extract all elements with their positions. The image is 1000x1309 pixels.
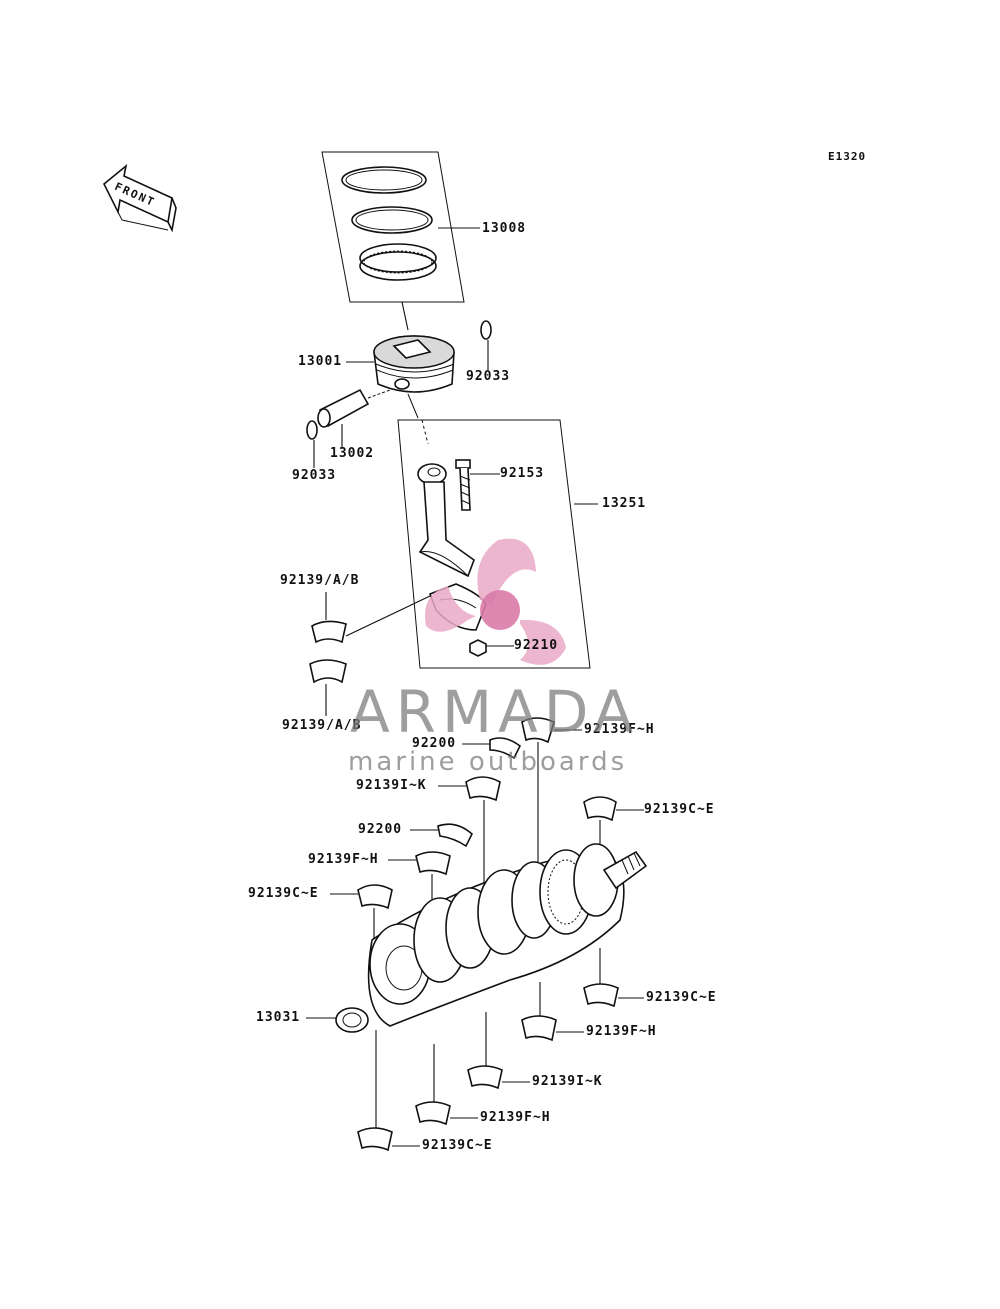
part-label-92139i-k-top: 92139I~K xyxy=(356,778,427,793)
circlip-icon xyxy=(480,320,492,340)
part-label-13001: 13001 xyxy=(298,354,343,369)
piston-pin xyxy=(317,388,391,428)
circlip-icon xyxy=(306,420,318,440)
bearing-shell-icon xyxy=(415,1101,451,1126)
watermark-subtitle: marine outboards xyxy=(348,747,628,777)
bearing-shell-icon xyxy=(521,1015,557,1042)
part-label-92139f-h-bottom: 92139F~H xyxy=(480,1110,551,1125)
piston xyxy=(373,335,455,419)
part-label-92139-a-b-upper: 92139/A/B xyxy=(280,573,360,588)
part-label-13008: 13008 xyxy=(482,221,527,236)
bearing-shell-icon xyxy=(357,1127,393,1152)
bearing-shell-icon xyxy=(465,776,501,802)
bearing-shell-icon xyxy=(583,796,617,822)
part-label-13251: 13251 xyxy=(602,496,647,511)
part-label-92139c-e-right-top: 92139C~E xyxy=(644,802,715,817)
connecting-rod-bolt xyxy=(455,459,500,511)
part-label-92139c-e-right-bottom: 92139C~E xyxy=(646,990,717,1005)
part-label-92033-left: 92033 xyxy=(292,468,337,483)
armada-logo-icon xyxy=(424,538,566,665)
part-label-13002: 13002 xyxy=(330,446,375,461)
part-label-92139f-h-right-bottom: 92139F~H xyxy=(586,1024,657,1039)
watermark-title: ARMADA xyxy=(350,678,640,746)
front-arrow-icon xyxy=(102,163,177,233)
part-label-13031: 13031 xyxy=(256,1010,301,1025)
part-label-92200-top: 92200 xyxy=(412,736,457,751)
part-label-92139-a-b-lower: 92139/A/B xyxy=(282,718,362,733)
part-label-92153: 92153 xyxy=(500,466,545,481)
piston-ring-set xyxy=(321,151,465,303)
part-label-92139i-k-bottom: 92139I~K xyxy=(532,1074,603,1089)
bearing-shell-icon xyxy=(357,884,393,910)
bearing-shell-icon xyxy=(521,717,555,744)
part-label-92033-right: 92033 xyxy=(466,369,511,384)
bearing-shell-icon xyxy=(415,851,451,876)
part-label-92139c-e-bottom: 92139C~E xyxy=(422,1138,493,1153)
part-label-92200-mid: 92200 xyxy=(358,822,403,837)
part-label-92139f-h-top: 92139F~H xyxy=(584,722,655,737)
thrust-washer-icon xyxy=(437,823,473,848)
connecting-rod xyxy=(417,463,475,578)
diagram-code: E1320 xyxy=(828,150,867,163)
part-label-92139c-e-left-top: 92139C~E xyxy=(248,886,319,901)
nut-icon xyxy=(469,639,487,657)
bearing-shell-icon xyxy=(467,1065,503,1090)
thrust-washer-icon xyxy=(489,737,522,760)
bearing-shell-icon xyxy=(309,659,347,684)
part-label-92210: 92210 xyxy=(514,638,559,653)
crankshaft xyxy=(335,843,648,1033)
part-label-92139f-h-mid: 92139F~H xyxy=(308,852,379,867)
bearing-shell-icon xyxy=(583,983,619,1008)
bearing-shell-icon xyxy=(311,620,347,644)
